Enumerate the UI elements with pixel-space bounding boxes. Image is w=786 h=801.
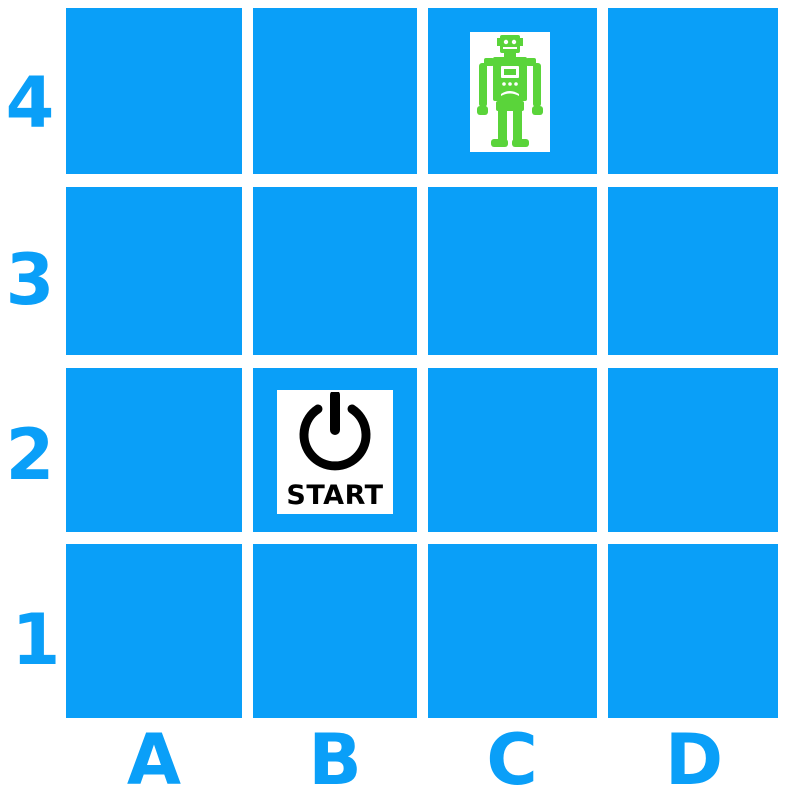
row-label-1: 1 [11, 599, 61, 681]
cell-c3[interactable] [428, 187, 597, 355]
power-icon [299, 392, 371, 471]
row-label-3: 3 [5, 239, 55, 321]
robot-tile[interactable] [470, 32, 550, 152]
column-label-d: D [664, 719, 724, 801]
cell-d4[interactable] [608, 8, 778, 174]
cell-d3[interactable] [608, 187, 778, 355]
cell-a2[interactable] [66, 368, 242, 532]
column-label-c: C [486, 719, 538, 801]
cell-b1[interactable] [253, 544, 417, 718]
start-label: START [286, 480, 384, 511]
cell-c2[interactable] [428, 368, 597, 532]
cell-b3[interactable] [253, 187, 417, 355]
column-label-b: B [308, 719, 362, 801]
cell-a1[interactable] [66, 544, 242, 718]
cell-c1[interactable] [428, 544, 597, 718]
row-label-4: 4 [5, 62, 55, 144]
cell-a3[interactable] [66, 187, 242, 355]
row-label-2: 2 [5, 414, 55, 496]
robot-icon [477, 35, 543, 147]
cell-a4[interactable] [66, 8, 242, 174]
cell-b4[interactable] [253, 8, 417, 174]
cell-d2[interactable] [608, 368, 778, 532]
column-label-a: A [126, 719, 182, 801]
cell-d1[interactable] [608, 544, 778, 718]
start-tile[interactable]: START [277, 390, 393, 514]
